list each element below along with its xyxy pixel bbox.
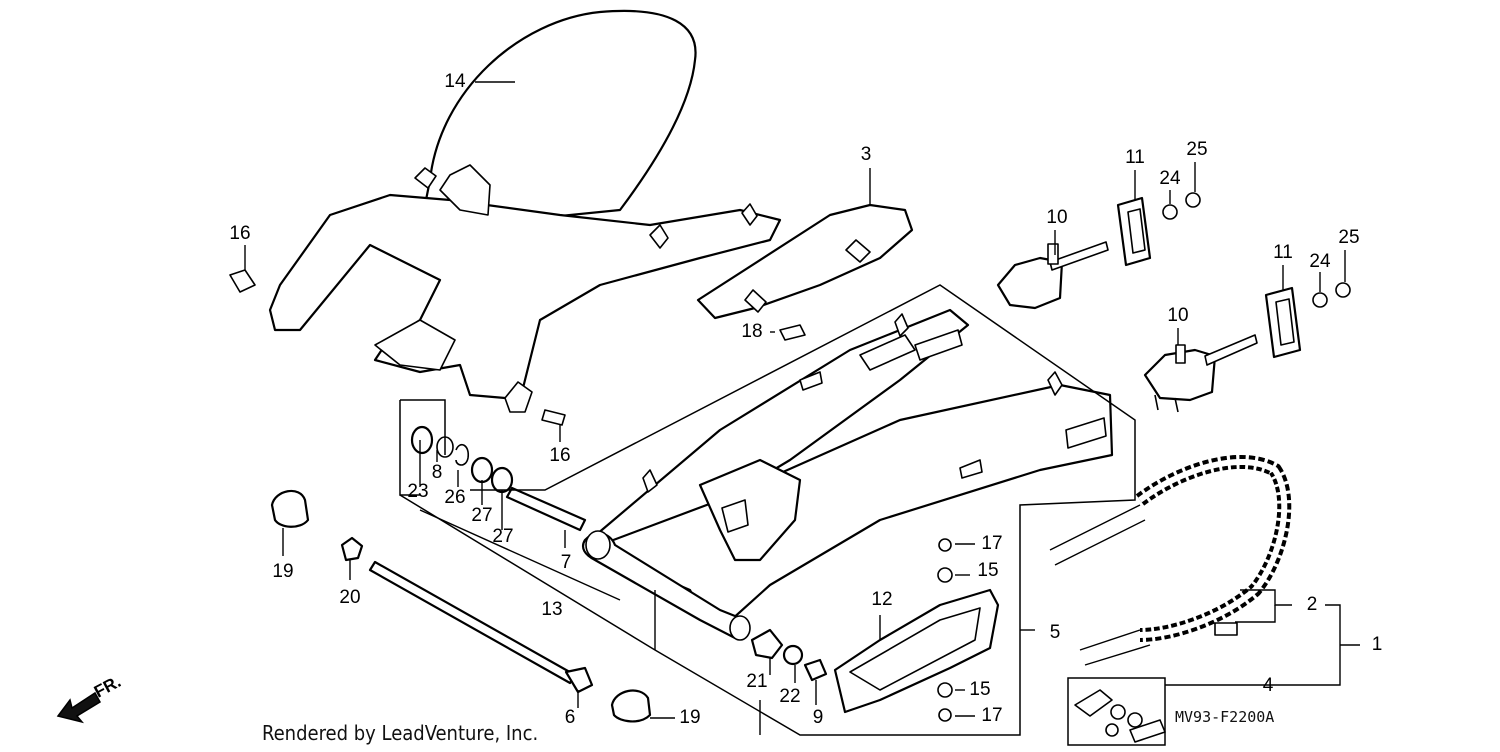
drive-chain-part xyxy=(1049,455,1292,666)
callout-21: 21 xyxy=(746,671,767,692)
chain-guard-part xyxy=(696,203,914,320)
adjuster-plate-upper-part xyxy=(1116,196,1152,267)
callout-26: 26 xyxy=(444,487,465,508)
callout-6: 6 xyxy=(565,707,576,728)
front-direction-marker: FR. xyxy=(56,672,124,724)
callout-14: 14 xyxy=(444,71,466,92)
callout-1: 1 xyxy=(1372,634,1383,655)
callout-10-upper: 10 xyxy=(1046,207,1067,228)
callout-3: 3 xyxy=(861,144,872,165)
callout-10-lower: 10 xyxy=(1167,305,1188,326)
callout-16-upper: 16 xyxy=(229,223,250,244)
rear-fender-part xyxy=(268,9,782,413)
callout-9: 9 xyxy=(813,707,824,728)
callout-18: 18 xyxy=(741,321,762,342)
callout-5: 5 xyxy=(1050,622,1061,643)
callout-20: 20 xyxy=(339,587,360,608)
callout-15-lower: 15 xyxy=(969,679,990,700)
callout-19-bottom: 19 xyxy=(679,707,700,728)
callout-24-upper: 24 xyxy=(1159,168,1181,189)
callout-13: 13 xyxy=(541,599,562,620)
callout-22: 22 xyxy=(779,686,800,707)
callout-labels: 14 3 16 18 16 10 10 11 11 24 24 25 25 8 … xyxy=(229,71,1382,728)
callout-23: 23 xyxy=(407,481,428,502)
callout-12: 12 xyxy=(871,589,892,610)
pivot-components xyxy=(229,269,953,723)
callout-16-lower: 16 xyxy=(549,445,570,466)
group-outlines xyxy=(244,81,1360,746)
callout-2: 2 xyxy=(1307,594,1318,615)
adjuster-nuts-part xyxy=(1162,192,1351,308)
chain-adjuster-lower-part xyxy=(1143,334,1258,413)
callout-19-left: 19 xyxy=(272,561,293,582)
diagram-code: MV93-F2200A xyxy=(1175,708,1274,726)
callout-17-upper: 17 xyxy=(981,533,1002,554)
chain-adjuster-upper-part xyxy=(996,241,1109,310)
rendered-by-credit: Rendered by LeadVenture, Inc. xyxy=(262,721,538,745)
callout-11-lower: 11 xyxy=(1273,242,1293,263)
callout-25-lower: 25 xyxy=(1338,227,1359,248)
callout-27-left: 27 xyxy=(471,505,492,526)
swingarm-part xyxy=(581,308,1114,641)
callout-27-right: 27 xyxy=(492,526,513,547)
callout-7: 7 xyxy=(561,552,572,573)
adjuster-plate-lower-part xyxy=(1264,286,1302,359)
master-link-part xyxy=(1074,689,1166,743)
chain-slider-part xyxy=(833,588,1000,714)
callout-11-upper: 11 xyxy=(1125,147,1145,168)
callout-4: 4 xyxy=(1263,675,1274,696)
arrow-down-left-icon xyxy=(56,691,102,724)
callout-24-lower: 24 xyxy=(1309,251,1331,272)
callout-8: 8 xyxy=(432,462,443,483)
callout-15-upper: 15 xyxy=(977,560,998,581)
callout-17-lower: 17 xyxy=(981,705,1002,726)
callout-25-upper: 25 xyxy=(1186,139,1207,160)
